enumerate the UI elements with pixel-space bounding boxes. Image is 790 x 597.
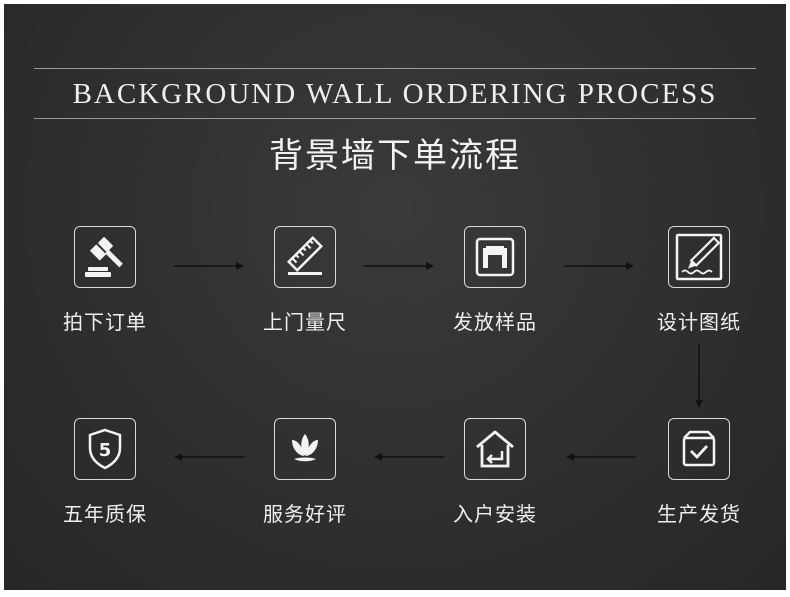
- arrow-right-3: [564, 262, 634, 270]
- arrow-right-2: [364, 262, 434, 270]
- home-entry-icon: [464, 418, 526, 480]
- arrow-down: [695, 344, 703, 408]
- step-label: 服务好评: [263, 502, 347, 526]
- step-label: 设计图纸: [657, 310, 741, 334]
- step-label: 发放样品: [453, 310, 537, 334]
- title-bottom-rule: [34, 118, 756, 119]
- shield-5-icon: 5: [74, 418, 136, 480]
- step-label: 五年质保: [63, 502, 147, 526]
- step-label: 拍下订单: [63, 310, 147, 334]
- chinese-title: 背景墙下单流程: [269, 136, 521, 176]
- english-title: BACKGROUND WALL ORDERING PROCESS: [72, 78, 718, 110]
- arrow-right-1: [174, 262, 244, 270]
- step-label: 上门量尺: [263, 310, 347, 334]
- sample-display-icon: [464, 226, 526, 288]
- shipping-box-icon: [668, 418, 730, 480]
- ruler-icon: [274, 226, 336, 288]
- title-top-rule: [34, 68, 756, 69]
- arrow-left-3: [174, 453, 244, 461]
- process-panel: BACKGROUND WALL ORDERING PROCESS 背景墙下单流程…: [4, 4, 786, 590]
- auction-gavel-icon: [74, 226, 136, 288]
- arrow-left-2: [374, 453, 444, 461]
- step-label: 入户安装: [453, 502, 537, 526]
- arrow-left-1: [566, 453, 636, 461]
- pencil-drawing-icon: [668, 226, 730, 288]
- lotus-flower-icon: [274, 418, 336, 480]
- svg-text:5: 5: [99, 440, 112, 461]
- step-label: 生产发货: [657, 502, 741, 526]
